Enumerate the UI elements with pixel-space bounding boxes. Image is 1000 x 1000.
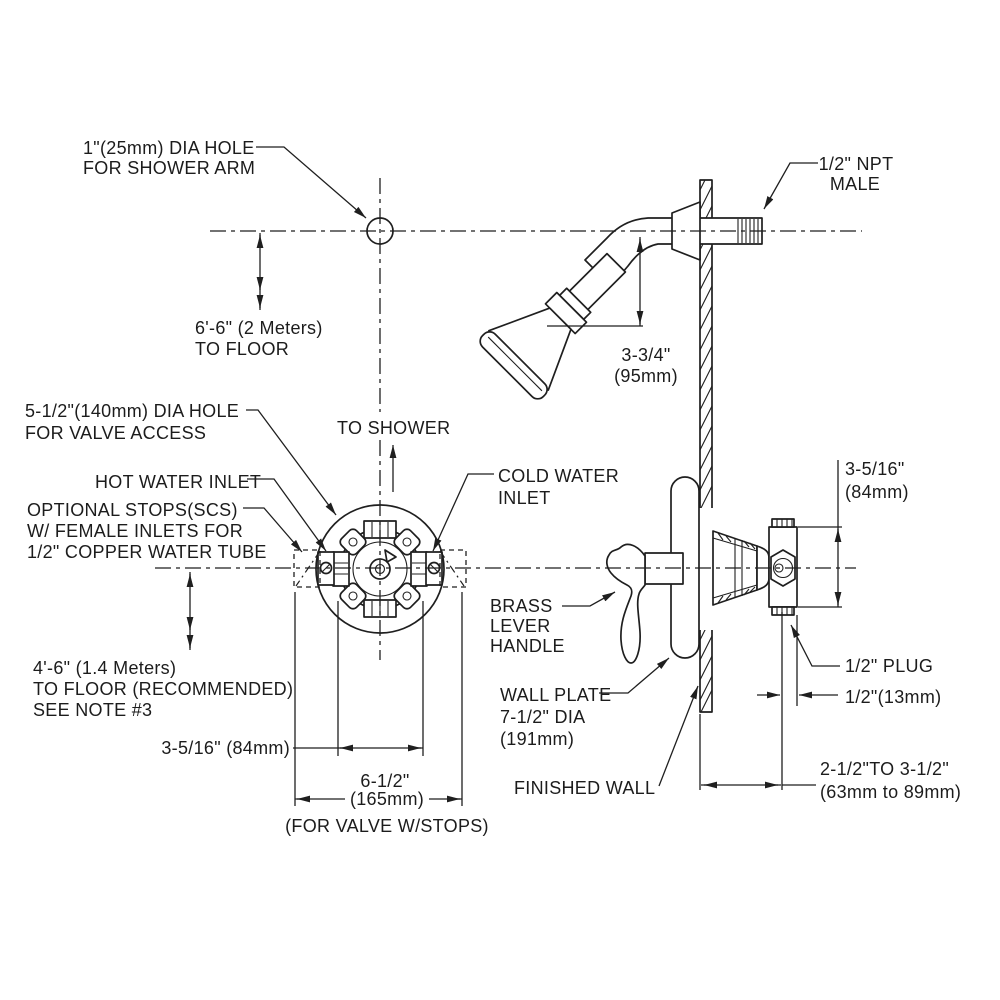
label-shower-offset-1: 3-3/4" bbox=[621, 345, 670, 365]
brass-lever-handle-shape bbox=[605, 543, 646, 664]
leader-plug bbox=[790, 624, 840, 667]
label-brass-3: HANDLE bbox=[490, 636, 565, 656]
label-valve-height-3: SEE NOTE #3 bbox=[33, 700, 152, 720]
label-optional-stops-2: W/ FEMALE INLETS FOR bbox=[27, 521, 243, 541]
label-shower-height-1: 6'-6" (2 Meters) bbox=[195, 318, 323, 338]
showerhead-face-line bbox=[487, 336, 543, 392]
label-valve-height-2: TO FLOOR (RECOMMENDED) bbox=[33, 679, 293, 699]
label-wall-plate-3: (191mm) bbox=[500, 729, 574, 749]
label-shower-height-2: TO FLOOR bbox=[195, 339, 289, 359]
label-stops-width-outer-3: (FOR VALVE W/STOPS) bbox=[285, 816, 489, 836]
label-optional-stops-3: 1/2" COPPER WATER TUBE bbox=[27, 542, 267, 562]
leader-lines bbox=[243, 146, 840, 787]
finished-wall-section bbox=[698, 179, 714, 713]
labels: 1"(25mm) DIA HOLE FOR SHOWER ARM 1/2" NP… bbox=[25, 138, 961, 836]
leader-brass-handle bbox=[562, 591, 616, 607]
leader-npt-male bbox=[763, 162, 818, 210]
label-npt-1: 1/2" NPT bbox=[819, 154, 894, 174]
stop-outline-left bbox=[293, 549, 321, 588]
leader-shower-arm-hole bbox=[256, 146, 367, 219]
label-stops-width-outer-2: (165mm) bbox=[350, 789, 424, 809]
label-body-height-2: (84mm) bbox=[845, 482, 909, 502]
label-stops-width-inner: 3-5/16" (84mm) bbox=[161, 738, 290, 758]
label-stops-width-outer-1: 6-1/2" bbox=[360, 771, 409, 791]
label-hot-water: HOT WATER INLET bbox=[95, 472, 261, 492]
label-to-shower: TO SHOWER bbox=[337, 418, 450, 438]
label-finished-wall: FINISHED WALL bbox=[514, 778, 655, 798]
valve-side-view bbox=[605, 476, 798, 664]
label-body-height-1: 3-5/16" bbox=[845, 459, 905, 479]
leader-hot-water bbox=[247, 478, 327, 552]
label-wall-depth-1: 2-1/2"TO 3-1/2" bbox=[820, 759, 949, 779]
label-optional-stops-1: OPTIONAL STOPS(SCS) bbox=[27, 500, 238, 520]
label-npt-2: MALE bbox=[830, 174, 880, 194]
top-port-threads bbox=[771, 518, 795, 528]
dimension-lines bbox=[186, 233, 842, 806]
label-plug: 1/2" PLUG bbox=[845, 656, 933, 676]
shower-arm-escutcheon bbox=[671, 201, 701, 261]
valve-ears bbox=[339, 528, 421, 610]
label-valve-height-1: 4'-6" (1.4 Meters) bbox=[33, 658, 176, 678]
label-wall-depth-2: (63mm to 89mm) bbox=[820, 782, 961, 802]
label-shower-arm-hole-2: FOR SHOWER ARM bbox=[83, 158, 255, 178]
label-plug-size: 1/2"(13mm) bbox=[845, 687, 941, 707]
stop-outline-right bbox=[439, 549, 467, 588]
showerhead-cone bbox=[488, 307, 572, 391]
label-cold-water-1: COLD WATER bbox=[498, 466, 619, 486]
shower-arm-hole-circle bbox=[366, 217, 394, 245]
leader-wall-plate bbox=[599, 657, 670, 694]
leader-finished-wall bbox=[658, 685, 699, 787]
showerhead bbox=[479, 252, 627, 400]
label-cold-water-2: INLET bbox=[498, 488, 551, 508]
bottom-plug-threads bbox=[771, 606, 795, 616]
label-wall-plate-1: WALL PLATE bbox=[500, 685, 611, 705]
leader-cold-water bbox=[432, 473, 494, 552]
showerhead-face bbox=[479, 331, 548, 400]
centerlines bbox=[155, 178, 862, 660]
label-valve-access-1: 5-1/2"(140mm) DIA HOLE bbox=[25, 401, 239, 421]
leader-valve-access bbox=[246, 409, 337, 516]
hex-bore-inner bbox=[774, 563, 784, 573]
label-wall-plate-2: 7-1/2" DIA bbox=[500, 707, 585, 727]
label-shower-arm-hole-1: 1"(25mm) DIA HOLE bbox=[83, 138, 255, 158]
label-brass-1: BRASS bbox=[490, 596, 553, 616]
label-shower-offset-2: (95mm) bbox=[614, 366, 678, 386]
leader-optional-stops bbox=[243, 507, 303, 553]
shower-arm-assembly bbox=[479, 201, 763, 400]
label-valve-access-2: FOR VALVE ACCESS bbox=[25, 423, 206, 443]
label-brass-2: LEVER bbox=[490, 616, 551, 636]
wall-valve-hole bbox=[698, 508, 714, 630]
